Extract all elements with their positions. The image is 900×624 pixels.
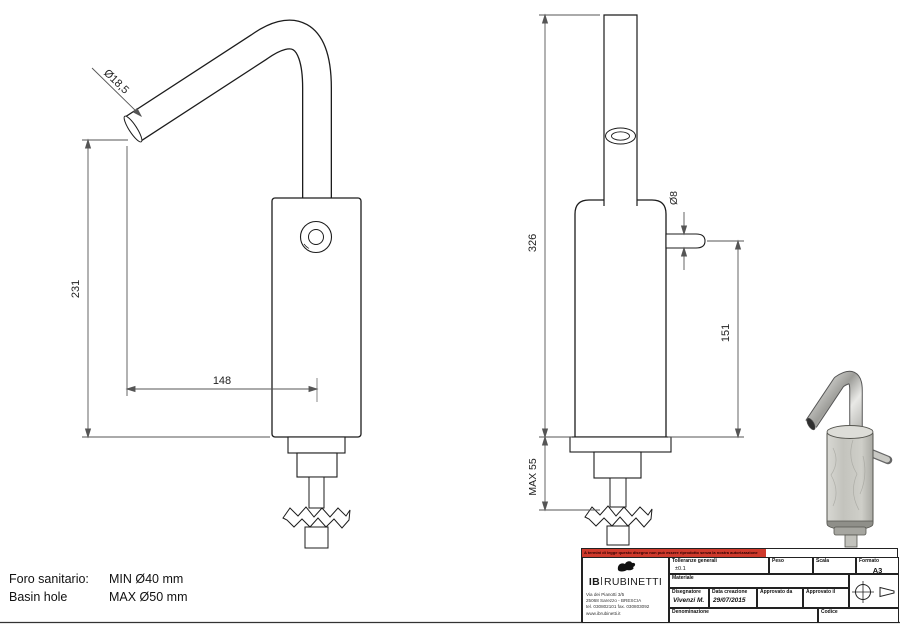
materiale-label: Materiale: [672, 575, 694, 581]
address-line-1: Via dei Pianotti 3/5: [586, 592, 625, 597]
note-basin-value: MAX Ø50 mm: [109, 589, 188, 604]
render-spout: [806, 371, 862, 434]
pipe-ring-inner: [611, 131, 630, 141]
denominazione-value: Ingombro lava alto: [674, 622, 754, 623]
brand-name-rest: RUBINETTI: [603, 576, 663, 588]
tolleranze-label: Tolleranze generali: [672, 558, 717, 564]
data-creazione-cell: Data creazione 29/07/2015: [709, 588, 757, 608]
side-lever: [665, 233, 706, 249]
data-creazione-label: Data creazione: [712, 589, 748, 595]
approvato-il-label: Approvato il: [806, 589, 836, 595]
render-body-top: [826, 425, 874, 439]
dim-spout-diameter: [91, 67, 143, 118]
formato-value: A3: [872, 565, 883, 574]
brand-logo-icon: [617, 561, 635, 572]
note-foro-value: MIN Ø40 mm: [109, 572, 184, 586]
mounting-notes: Foro sanitario: MIN Ø40 mm Basin hole MA…: [9, 571, 188, 606]
fixing-nut: [282, 506, 351, 529]
render-stem: [844, 534, 858, 548]
materiale-cell: Materiale: [669, 574, 849, 588]
address-line-4: www.ibrubinetti.it: [586, 610, 621, 616]
product-render-image: [805, 370, 893, 548]
dim-height-231: [82, 138, 270, 439]
dim-label-231: 231: [70, 280, 82, 298]
title-block: A termini di legge questo disegno non pu…: [581, 548, 899, 623]
approvato-il-cell: Approvato il: [803, 588, 849, 608]
rod-end-front: [606, 525, 630, 546]
approvato-da-label: Approvato da: [760, 589, 793, 595]
denominazione-cell: Denominazione Ingombro lava alto: [669, 608, 818, 623]
scala-cell: Scala: [813, 557, 856, 574]
formato-label: Formato: [859, 558, 879, 564]
aerator-inner-circle: [308, 229, 324, 245]
threaded-rod-front: [609, 477, 627, 508]
scala-label: Scala: [816, 558, 830, 564]
base-plate-front: [569, 436, 672, 453]
codice-cell: Codice KMII202CCXN_1: [818, 608, 899, 623]
note-foro-label: Foro sanitario:: [9, 572, 89, 586]
dim-total-height-326: [539, 13, 600, 439]
note-row-basin: Basin hole MAX Ø50 mm: [9, 589, 188, 607]
dim-handle-diameter: [680, 212, 688, 270]
dim-reach-148: [125, 146, 319, 402]
codice-value: KMII202CCXN_1: [823, 622, 898, 623]
denominazione-label: Denominazione: [672, 609, 709, 615]
dim-label-151: 151: [720, 324, 732, 342]
dim-max-mount-55: [539, 435, 600, 512]
peso-cell: Peso: [769, 557, 813, 574]
riser-pipe: [603, 14, 638, 206]
spout-tip-ellipse: [123, 115, 143, 143]
peso-label: Peso: [772, 558, 784, 564]
address-line-2: 25068 Sarezzo - BRESCIA: [586, 598, 642, 604]
base-plate: [287, 436, 346, 454]
tolleranze-cell: Tolleranze generali ±0.1: [669, 557, 769, 574]
dim-label-326: 326: [527, 234, 539, 252]
render-base: [833, 526, 867, 536]
disegnatore-label: Disegnatore: [672, 589, 701, 595]
brand-name-bold: IB: [588, 576, 600, 588]
dim-label-handle-diameter: Ø8: [668, 191, 680, 205]
projection-symbol-cell: [849, 574, 899, 608]
formato-cell: Formato A3: [856, 557, 899, 574]
disegnatore-value: Vivenzi M.: [673, 596, 705, 604]
threaded-rod: [308, 476, 325, 509]
spout-fill: [125, 20, 331, 203]
projection-symbol-icon: [852, 581, 895, 603]
dim-label-148: 148: [213, 375, 231, 387]
base-block: [296, 452, 338, 478]
note-row-foro: Foro sanitario: MIN Ø40 mm: [9, 571, 188, 589]
front-view-drawing: 326 151 Ø8 MAX 55: [527, 13, 744, 546]
data-creazione-value: 29/07/2015: [713, 596, 746, 604]
aerator-arc: [303, 243, 310, 249]
render-spout-tip: [806, 417, 816, 431]
note-basin-label: Basin hole: [9, 589, 68, 604]
codice-label: Codice: [821, 609, 838, 615]
legal-disclaimer-banner: A termini di legge questo disegno non pu…: [582, 549, 766, 557]
disegnatore-cell: Disegnatore Vivenzi M.: [669, 588, 709, 608]
dim-label-max-55: MAX 55: [527, 458, 539, 496]
brand-divider: [601, 577, 603, 585]
dim-handle-height-151: [668, 239, 744, 439]
tolleranze-value: ±0.1: [675, 565, 686, 572]
render-marble-veins: [830, 439, 866, 511]
fixing-nut-front: [584, 505, 653, 528]
address-line-3: tel. 030802101 fax. 030803092: [586, 604, 650, 610]
side-view-drawing: 231 148 Ø18,5: [70, 19, 362, 549]
approvato-da-cell: Approvato da: [757, 588, 803, 608]
rod-end: [304, 526, 329, 549]
body-outline-front: [574, 199, 667, 438]
company-address: Via dei Pianotti 3/5 25068 Sarezzo - BRE…: [583, 590, 668, 617]
render-body: [826, 431, 874, 525]
base-block-front: [593, 451, 642, 479]
render-lever: [868, 450, 890, 463]
